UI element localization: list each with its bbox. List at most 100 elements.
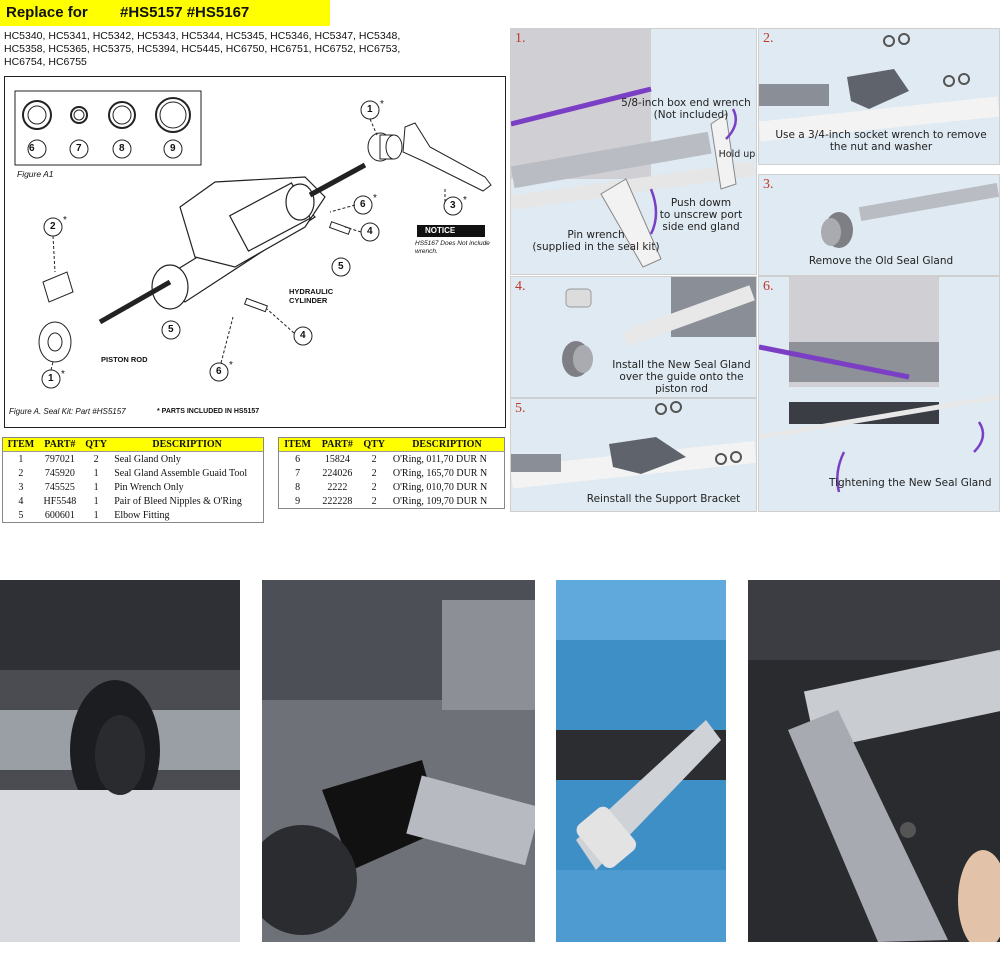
photo-seal-gland-closeup [0,580,240,942]
step-caption: Install the New Seal Gland [612,359,751,371]
cell-item: 6 [295,453,301,465]
notice-title: NOTICE [425,226,456,235]
cell-qty: 1 [93,481,99,493]
cell-item: 1 [18,453,24,465]
step-caption: (Not included) [653,109,729,121]
cell-part: 222228 [322,495,353,507]
step-number: 3. [763,177,774,192]
cell-qty: 1 [93,495,99,507]
step-caption: Reinstall the Support Bracket [586,493,741,505]
cell-description: O'Ring, 010,70 DUR N [392,481,488,493]
cell-item: 5 [18,509,24,521]
step-3-illustration [821,182,999,248]
cell-part: 2222 [327,481,348,493]
photo-pin-wrench [748,580,1000,942]
table-row: 5 600601 1 Elbow Fitting [3,508,264,523]
cell-part: HF5548 [43,495,77,507]
step-caption: piston rod [655,383,708,395]
replacement-part-numbers: #HS5157 #HS5167 [120,4,250,21]
step-2-illustration [759,33,999,142]
col-part: PART# [38,437,82,452]
photo-illustration [262,580,535,942]
cell-part: 745920 [44,467,75,479]
step-caption: Use a 3/4-inch socket wrench to remove [775,129,987,141]
step-caption: Push dowm [670,197,732,209]
cell-qty: 2 [371,467,377,479]
piston-rod-label: PISTON ROD [101,355,148,364]
col-qty: QTY [81,437,112,452]
col-description: DESCRIPTION [389,437,505,452]
col-item: ITEM [2,437,39,452]
cell-item: 3 [18,481,24,493]
callout-number: 3 [450,200,456,211]
table-row: 6 15824 2 O'Ring, 011,70 DUR N [279,452,505,467]
callout-number: 6 [216,366,222,377]
cell-part: 224026 [322,467,353,479]
step-1-illustration [511,29,756,268]
step-caption: Hold up [718,149,756,160]
step-5-panel: 5. Reinstall the Support Bracket [510,398,757,512]
col-part: PART# [316,437,359,452]
ring-number: 9 [170,143,176,154]
callout-star: * [463,195,467,206]
cell-part: 15824 [324,453,350,465]
callout-number: 5 [168,324,174,335]
models-line: HC5358, HC5365, HC5375, HC5394, HC5445, … [4,43,401,55]
callout-number: 5 [338,261,344,272]
cell-part: 745525 [44,481,75,493]
step-caption: 5/8-inch box end wrench [621,97,751,109]
cell-item: 4 [18,495,24,507]
cell-qty: 2 [371,453,377,465]
step-caption: Pin wrench [567,229,625,241]
step-number: 5. [515,401,526,416]
cell-item: 9 [295,495,301,507]
step-number: 2. [763,31,774,46]
ring-number: 6 [29,143,35,154]
callout-number: 4 [367,226,373,237]
cell-description: Elbow Fitting [114,509,170,521]
header-highlight [0,0,330,26]
seal-kit-diagram: 6 7 8 9 Figure A1 1 * 3 * 6 * 4 5 2 * 5 … [4,76,506,428]
ring-number: 7 [76,143,82,154]
step-caption: to unscrew port [659,209,743,221]
figure-a1-label: Figure A1 [17,169,54,179]
cell-description: Pin Wrench Only [114,481,184,493]
figure-a-caption: Figure A. Seal Kit: Part #HS5157 [9,407,126,416]
cell-qty: 2 [93,453,99,465]
col-qty: QTY [358,437,390,452]
hydraulic-cylinder-label: HYDRAULIC CYLINDER [289,287,334,305]
ring-number: 8 [119,143,125,154]
photo-illustration [0,580,240,942]
step-caption: the nut and washer [829,141,933,153]
step-caption: (supplied in the seal kit) [532,241,660,253]
callout-star: * [380,99,384,110]
step-1-panel: 1. 5/8-inch box end wrench (Not included… [510,28,757,275]
step-4-illustration [562,277,756,377]
step-number: 6. [763,279,774,294]
cell-part: 600601 [44,509,75,521]
cell-qty: 2 [371,481,377,493]
models-line: HC5340, HC5341, HC5342, HC5343, HC5344, … [4,30,401,42]
callout-star: * [63,215,67,226]
step-caption: side end gland [662,221,740,233]
step-6-panel: 6. Tightening the New Seal Gland [758,276,1000,512]
cell-description: O'Ring, 011,70 DUR N [392,453,487,465]
callout-number: 1 [367,104,373,115]
cell-qty: 1 [93,509,99,521]
col-item: ITEM [278,437,317,452]
step-caption: Remove the Old Seal Gland [808,255,954,267]
photo-illustration [556,580,726,942]
step-caption: Tightening the New Seal Gland [829,477,992,489]
step-caption: over the guide onto the [619,371,744,383]
step-3-panel: 3. Remove the Old Seal Gland [758,174,1000,276]
step-4-panel: 4. Install the New Seal Gland over the g… [510,276,757,398]
table-row: 3 745525 1 Pin Wrench Only [3,480,264,494]
step-5-illustration [511,401,756,489]
callout-number: 6 [360,199,366,210]
